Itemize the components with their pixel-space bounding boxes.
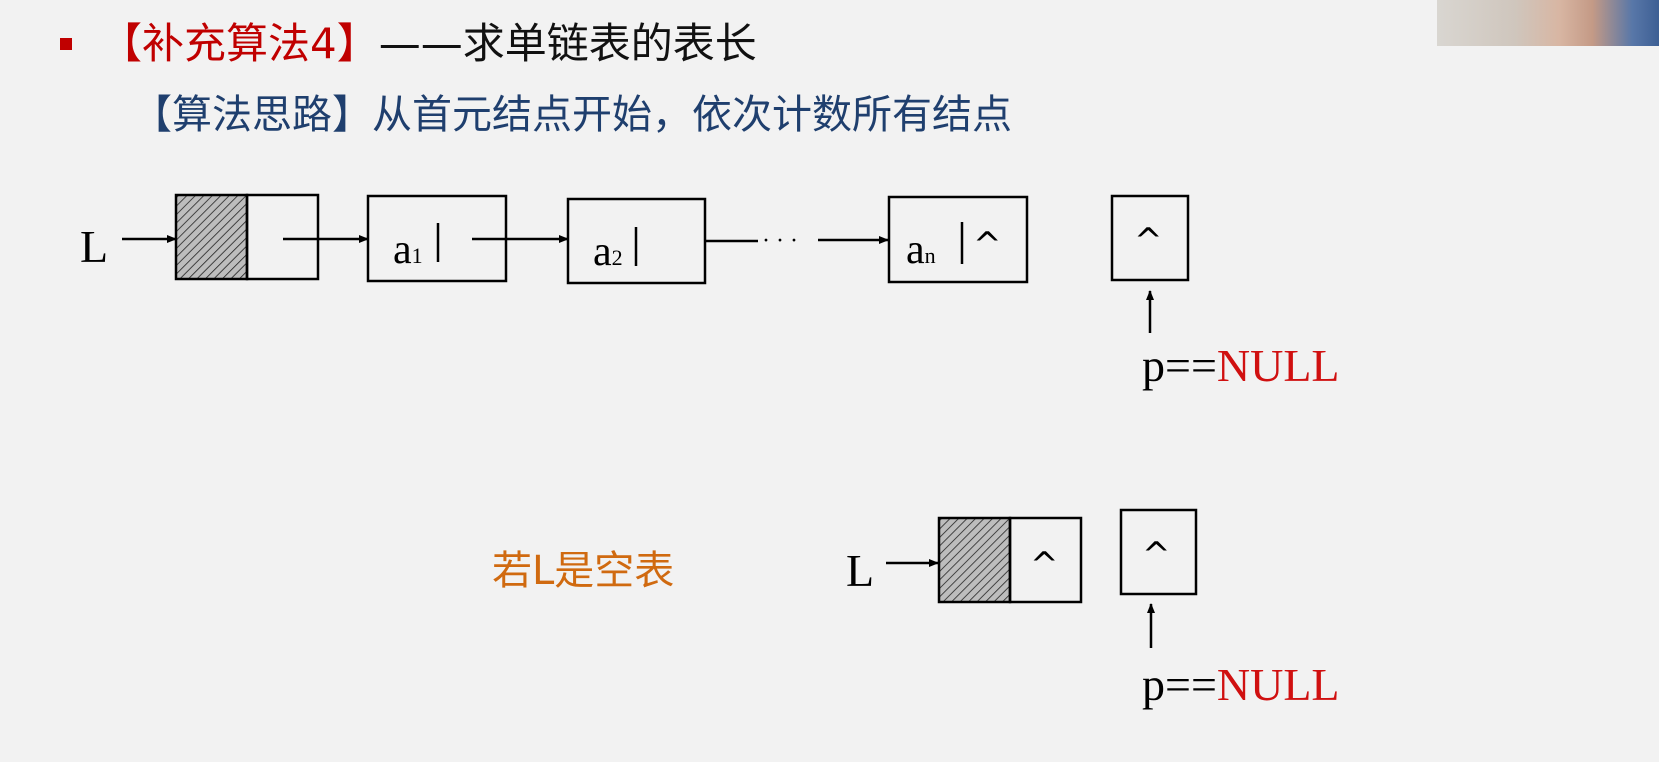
pointer-label-bottom: p==NULL: [1142, 659, 1340, 710]
node-a1: a1: [366, 194, 508, 283]
title-algorithm-tag: 【补充算法4】: [100, 19, 379, 68]
tail-null-node: ^: [1110, 194, 1190, 282]
node-a2-sub: 2: [612, 245, 623, 270]
algorithm-idea: 【算法思路】从首元结点开始，依次计数所有结点: [132, 92, 1012, 138]
svg-text:a2: a2: [593, 229, 623, 275]
node-an-main: a: [906, 227, 925, 273]
empty-head-null-symbol: ^: [1030, 545, 1059, 585]
empty-head-pointer-label: L: [846, 545, 874, 596]
bullet-marker: [60, 38, 72, 50]
title-dash: ——: [378, 19, 463, 68]
webcam-overlay: [1437, 0, 1659, 46]
node-an-sub: n: [925, 243, 936, 268]
node-a1-main: a: [393, 227, 412, 273]
an-null-symbol: ^: [973, 225, 1002, 265]
head-node: [174, 193, 320, 281]
empty-list-caption: 若L是空表: [492, 548, 674, 594]
svg-text:an: an: [906, 227, 936, 273]
tail-null-symbol: ^: [1134, 221, 1163, 261]
head-pointer-label: L: [80, 221, 108, 272]
node-a2: a2: [566, 197, 707, 285]
ellipsis: · · ·: [762, 228, 798, 254]
svg-text:a1: a1: [393, 227, 423, 273]
node-an: an ^: [887, 195, 1029, 284]
empty-tail-null-node: ^: [1119, 508, 1198, 596]
empty-tail-null-symbol: ^: [1142, 535, 1171, 575]
pointer-label-top: p==NULL: [1142, 340, 1340, 391]
node-a1-sub: 1: [412, 243, 423, 268]
empty-head-node: ^: [937, 516, 1083, 604]
title-text: 求单链表的表长: [462, 19, 757, 68]
slide-title: 【补充算法4】——求单链表的表长: [100, 14, 757, 74]
node-a2-main: a: [593, 229, 612, 275]
